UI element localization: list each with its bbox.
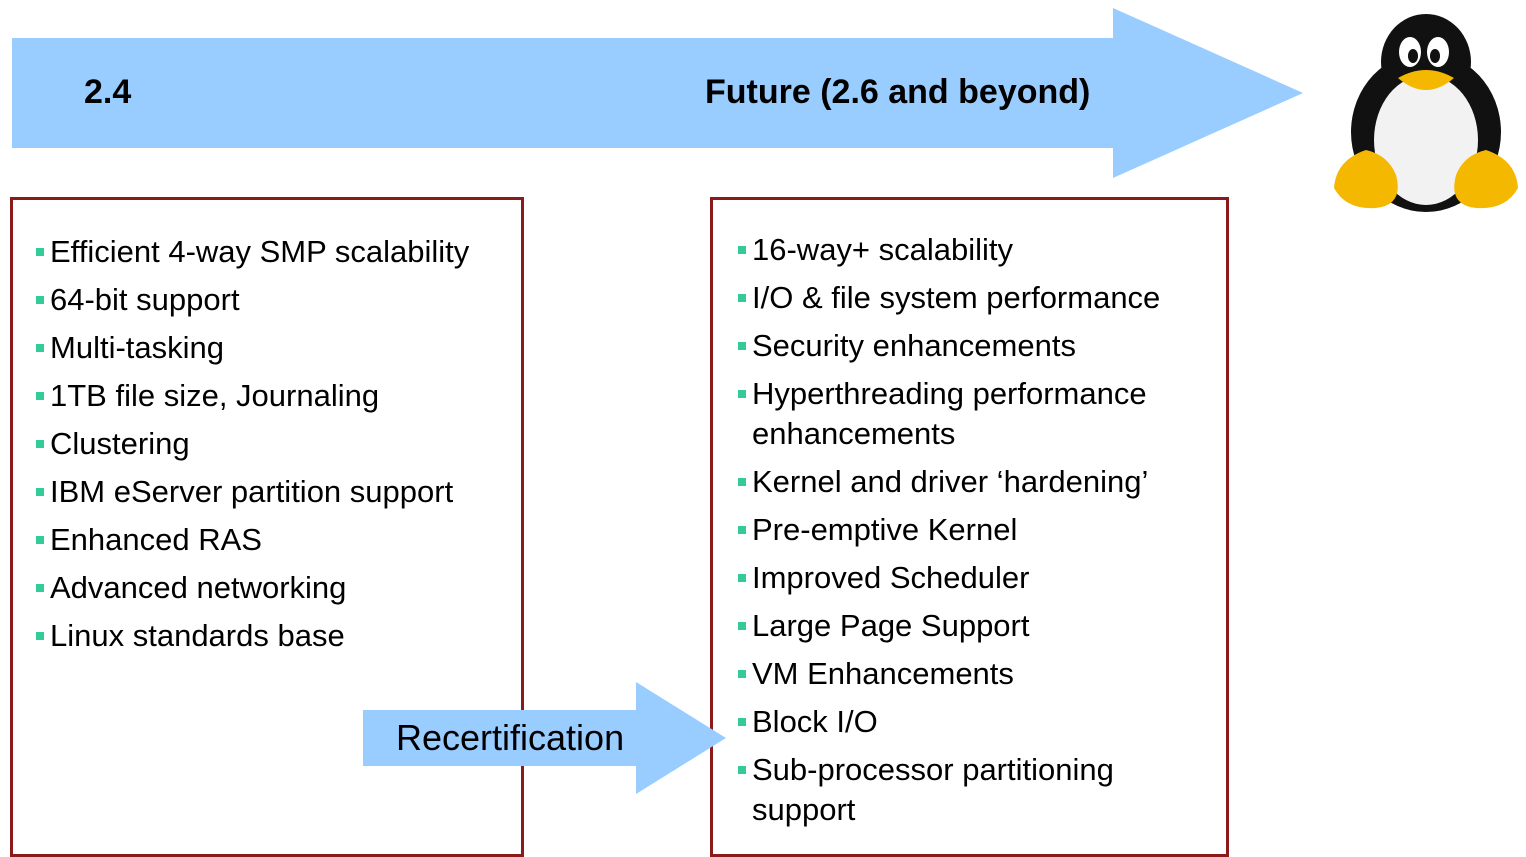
- bullet-square-icon: [36, 248, 44, 256]
- bullet-square-icon: [738, 478, 746, 486]
- right-box-item-text: Kernel and driver ‘hardening’: [752, 464, 1149, 499]
- right-box-item-text: Large Page Support: [752, 608, 1030, 643]
- right-box-item-text: 16-way+ scalability: [752, 232, 1014, 267]
- right-box-item-text: Block I/O: [752, 704, 878, 739]
- right-box-item: VM Enhancements: [738, 654, 1218, 694]
- right-box-item-text: Pre-emptive Kernel: [752, 512, 1018, 547]
- left-box-item: Linux standards base: [36, 616, 506, 656]
- left-box-item-text: Multi-tasking: [50, 330, 224, 365]
- linux-penguin-icon: [1334, 14, 1518, 212]
- left-box-item: IBM eServer partition support: [36, 472, 506, 512]
- left-feature-list: Efficient 4-way SMP scalability 64-bit su…: [36, 232, 506, 664]
- left-box-item-text: 64-bit support: [50, 282, 240, 317]
- left-box-item-text: Efficient 4-way SMP scalability: [50, 234, 470, 269]
- left-box-item: Enhanced RAS: [36, 520, 506, 560]
- bullet-square-icon: [36, 632, 44, 640]
- left-box-item-text: Advanced networking: [50, 570, 347, 605]
- right-box-item: Pre-emptive Kernel: [738, 510, 1218, 550]
- left-box-item-text: Linux standards base: [50, 618, 345, 653]
- timeline-arrow-shape: [12, 8, 1303, 178]
- right-box-item-text: VM Enhancements: [752, 656, 1014, 691]
- left-box-item: Efficient 4-way SMP scalability: [36, 232, 506, 272]
- bullet-square-icon: [36, 344, 44, 352]
- left-box-item-text: Clustering: [50, 426, 190, 461]
- right-box-item: Security enhancements: [738, 326, 1218, 366]
- recertification-arrow-shape: [363, 682, 726, 794]
- bullet-square-icon: [36, 392, 44, 400]
- right-box-item: Sub-processor partitioning support: [738, 750, 1218, 830]
- right-box-item: I/O & file system performance: [738, 278, 1218, 318]
- right-box-item: Hyperthreading performance enhancements: [738, 374, 1218, 454]
- right-box-item-text: Sub-processor partitioning support: [752, 752, 1114, 827]
- bullet-square-icon: [36, 296, 44, 304]
- bullet-square-icon: [738, 526, 746, 534]
- right-box-item: Kernel and driver ‘hardening’: [738, 462, 1218, 502]
- bullet-square-icon: [738, 574, 746, 582]
- right-box-item: 16-way+ scalability: [738, 230, 1218, 270]
- left-box-item: 64-bit support: [36, 280, 506, 320]
- left-box-item: 1TB file size, Journaling: [36, 376, 506, 416]
- right-box-item-text: I/O & file system performance: [752, 280, 1161, 315]
- bullet-square-icon: [738, 390, 746, 398]
- bullet-square-icon: [738, 766, 746, 774]
- right-box-item-text: Security enhancements: [752, 328, 1076, 363]
- left-box-item: Advanced networking: [36, 568, 506, 608]
- right-box-item: Large Page Support: [738, 606, 1218, 646]
- right-box-item: Block I/O: [738, 702, 1218, 742]
- bullet-square-icon: [36, 584, 44, 592]
- right-box-item: Improved Scheduler: [738, 558, 1218, 598]
- bullet-square-icon: [738, 294, 746, 302]
- left-box-item: Multi-tasking: [36, 328, 506, 368]
- right-box-item-text: Hyperthreading performance enhancements: [752, 376, 1147, 451]
- timeline-start-label: 2.4: [84, 73, 132, 111]
- left-box-item-text: IBM eServer partition support: [50, 474, 454, 509]
- left-box-item-text: 1TB file size, Journaling: [50, 378, 380, 413]
- recertification-label: Recertification: [396, 717, 625, 758]
- bullet-square-icon: [738, 246, 746, 254]
- bullet-square-icon: [36, 536, 44, 544]
- bullet-square-icon: [738, 670, 746, 678]
- left-box-item-text: Enhanced RAS: [50, 522, 262, 557]
- bullet-square-icon: [738, 718, 746, 726]
- bullet-square-icon: [738, 342, 746, 350]
- left-box-item: Clustering: [36, 424, 506, 464]
- bullet-square-icon: [36, 488, 44, 496]
- bullet-square-icon: [36, 440, 44, 448]
- right-box-item-text: Improved Scheduler: [752, 560, 1030, 595]
- bullet-square-icon: [738, 622, 746, 630]
- timeline-end-label: Future (2.6 and beyond): [705, 73, 1091, 111]
